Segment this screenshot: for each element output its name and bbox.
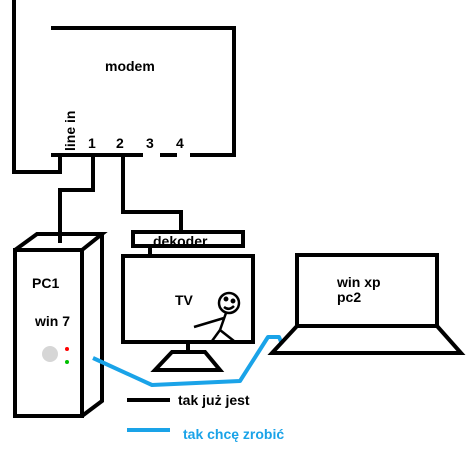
modem: modem line in 1 2 3 4 <box>51 26 236 157</box>
dekoder-box <box>131 230 245 248</box>
stick-figure-icon <box>193 291 241 342</box>
tv-screen <box>121 254 255 344</box>
green-led-icon <box>65 360 69 364</box>
pc1-name-label: PC1 <box>32 275 59 291</box>
modem-box <box>51 26 236 157</box>
tv-label: TV <box>175 292 194 308</box>
legend-existing-label: tak już jest <box>178 392 250 408</box>
port-1-label: 1 <box>88 135 96 151</box>
laptop-base <box>267 324 466 355</box>
port-4-label: 4 <box>176 135 184 151</box>
tv: TV <box>121 254 255 372</box>
pc1-side <box>80 234 104 418</box>
pc2-laptop: win xp pc2 <box>267 253 466 355</box>
power-button-icon <box>42 346 58 362</box>
legend-desired-label: tak chcę zrobić <box>183 426 284 442</box>
port-2-label: 2 <box>116 135 124 151</box>
pc1-top <box>13 232 108 252</box>
cable-port1-pc1 <box>58 155 95 243</box>
pc1: PC1 win 7 <box>13 232 108 418</box>
dekoder: dekoder <box>131 230 245 249</box>
pc1-os-label: win 7 <box>34 313 70 329</box>
dekoder-label: dekoder <box>153 233 208 249</box>
legend: tak już jest tak chcę zrobić <box>127 392 284 442</box>
line-in-cable <box>12 0 62 174</box>
desired-cable-pc1-pc2 <box>92 335 284 387</box>
modem-label: modem <box>105 58 155 74</box>
cable-port2-dekoder <box>121 155 183 232</box>
tv-stand <box>150 350 225 372</box>
line-in-label: line in <box>62 111 78 151</box>
port-3-label: 3 <box>146 135 154 151</box>
pc2-name-label: pc2 <box>337 289 361 305</box>
pc2-os-label: win xp <box>336 274 381 290</box>
red-led-icon <box>65 347 69 351</box>
laptop-screen <box>295 253 439 328</box>
